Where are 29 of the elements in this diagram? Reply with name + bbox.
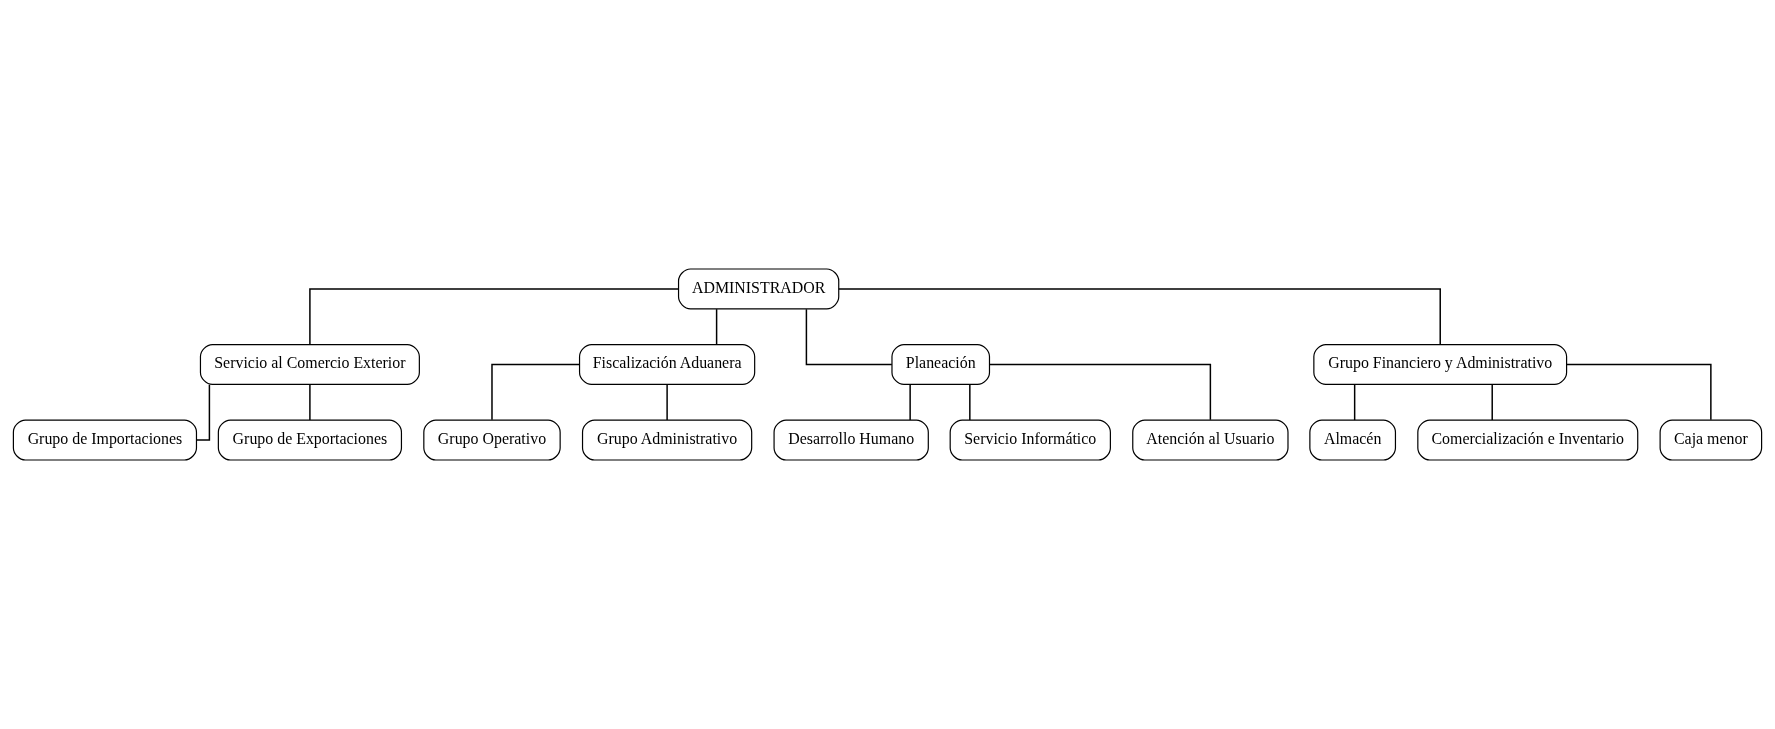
node-box: Almacén bbox=[1309, 419, 1397, 461]
connector bbox=[1566, 363, 1712, 421]
node-box: Grupo de Exportaciones bbox=[217, 419, 403, 461]
connector bbox=[838, 288, 1441, 345]
node-box: Grupo de Importaciones bbox=[12, 419, 198, 461]
node-box: Desarrollo Humano bbox=[773, 419, 929, 461]
connector bbox=[969, 384, 971, 421]
connector bbox=[491, 363, 581, 421]
connector bbox=[715, 308, 718, 346]
node-box: Planeación bbox=[891, 344, 991, 385]
connector bbox=[909, 384, 911, 421]
node-box: Fiscalización Aduanera bbox=[578, 344, 756, 385]
connector bbox=[309, 288, 680, 345]
node-box: ADMINISTRADOR bbox=[677, 268, 840, 310]
node-box: Grupo Operativo bbox=[423, 419, 561, 461]
connector bbox=[1491, 384, 1493, 421]
node-box: Servicio al Comercio Exterior bbox=[199, 344, 420, 385]
node-box: Grupo Administrativo bbox=[581, 419, 753, 461]
node-box: Comercialización e Inventario bbox=[1417, 419, 1639, 461]
connector bbox=[309, 384, 311, 421]
node-box: Atención al Usuario bbox=[1132, 419, 1289, 461]
node-box: Grupo Financiero y Administrativo bbox=[1313, 344, 1568, 385]
node-box: Caja menor bbox=[1659, 419, 1763, 461]
connector bbox=[1353, 384, 1356, 421]
connector bbox=[805, 308, 893, 366]
connector bbox=[988, 363, 1212, 421]
connector bbox=[666, 384, 668, 421]
node-box: Servicio Informático bbox=[949, 419, 1111, 461]
connector bbox=[195, 384, 211, 441]
